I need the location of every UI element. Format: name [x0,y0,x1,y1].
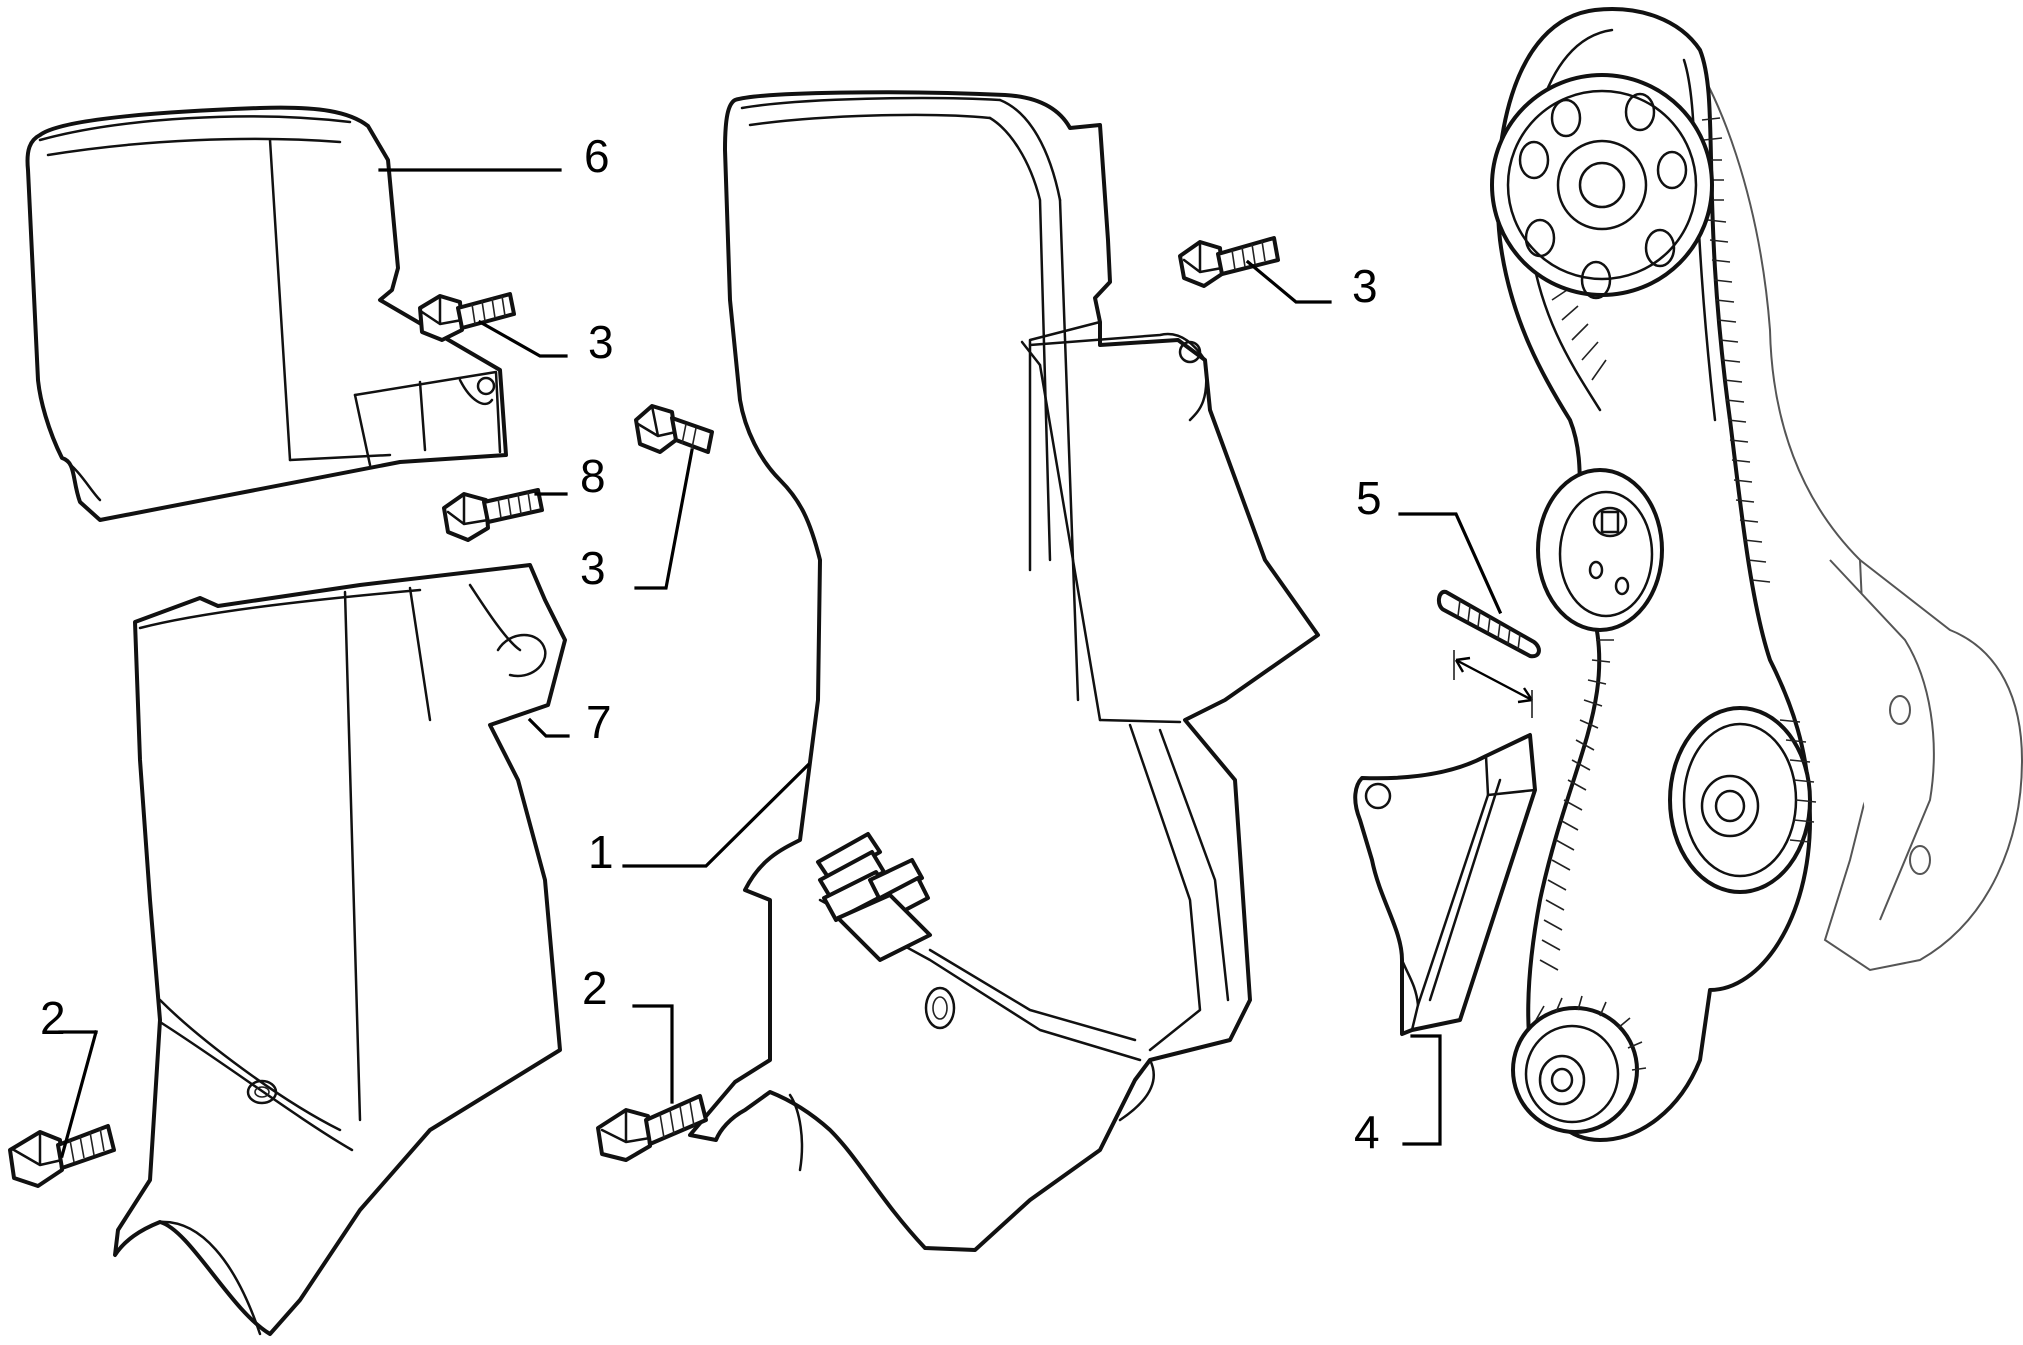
callout-7: 7 [586,696,612,748]
bolt-3-upper-left [418,292,516,342]
part-1-main-cover [688,90,1320,1252]
callout-3-middle: 3 [580,542,606,594]
leader-2-left [58,1030,98,1158]
callout-6: 6 [584,130,610,182]
bolt-3-middle [634,404,714,454]
callout-8: 8 [580,450,606,502]
callout-3-upper-right: 3 [1352,260,1378,312]
bolt-3-upper-right [1178,236,1280,288]
engine-block-outline [1679,39,2023,972]
water-pump-pulley [1668,706,1817,894]
leader-3-upper-right [1245,259,1332,304]
leader-3-upper-left [477,319,568,358]
bolt-2-center [596,1094,708,1162]
callout-5: 5 [1356,472,1382,524]
leader-4 [1402,1034,1442,1146]
bolt-2-left [8,1124,116,1188]
callout-labels: 6 3 8 3 3 7 1 2 2 5 4 [40,130,1382,1158]
part-5-pin [1437,589,1541,718]
leader-3-middle [634,448,694,590]
cable-grommets [816,832,932,962]
leader-1 [622,762,811,868]
callout-3-upper-left: 3 [588,316,614,368]
callout-2-center: 2 [582,962,608,1014]
bolt-8 [442,488,544,542]
leader-7 [527,717,570,738]
idler-pulley [1536,468,1664,632]
crankshaft-sprocket [1511,995,1647,1134]
timing-belt-assembly [1490,7,2023,1142]
leader-2-center [632,1004,674,1104]
leader-lines [58,168,1503,1158]
callout-4: 4 [1354,1106,1380,1158]
part-4-belt-guard-bracket [1353,733,1537,1036]
callout-2-left: 2 [40,992,66,1044]
callout-1: 1 [588,826,614,878]
camshaft-sprocket [1490,73,1714,300]
part-7-lower-cover [113,563,567,1336]
part-6-upper-cover [25,105,508,522]
leader-5 [1398,512,1503,615]
